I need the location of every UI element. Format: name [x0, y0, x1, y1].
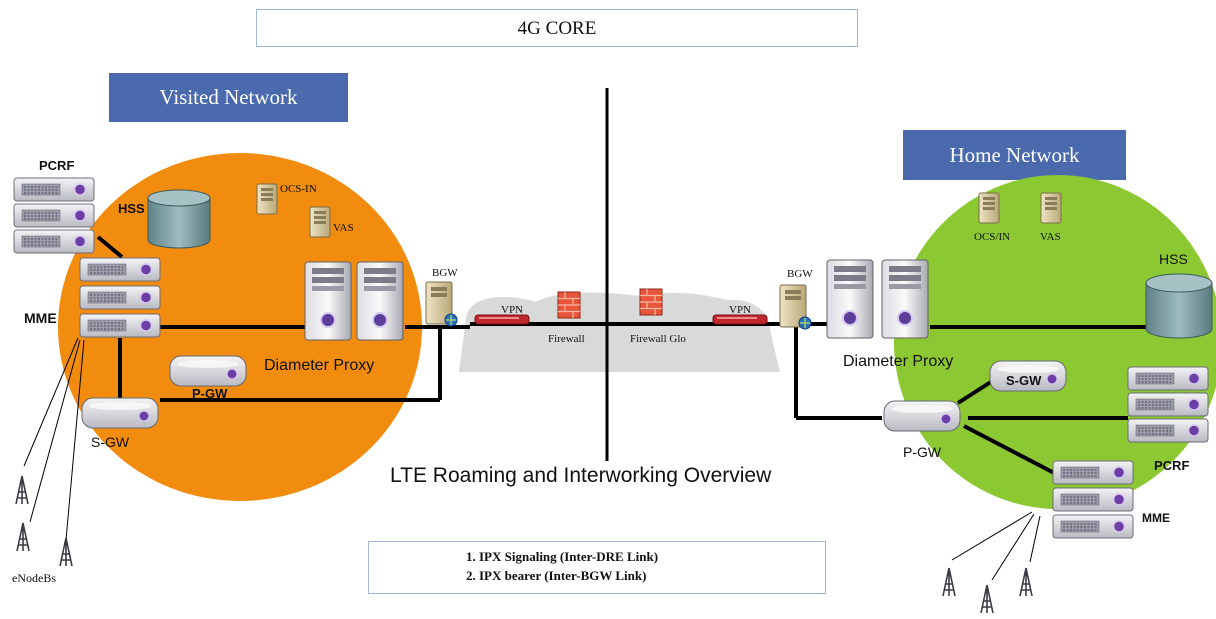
visited-enodeb-antenna [16, 522, 30, 552]
home-bgw-server [779, 284, 812, 330]
visited-pgw-label: P-GW [192, 386, 228, 401]
home-mme-server [1052, 460, 1134, 539]
home-pcrf-server [1127, 366, 1209, 443]
visited-ocs-label: OCS-IN [280, 183, 317, 195]
home-ocs-label: OCS/IN [974, 231, 1010, 243]
home-pgw-label: P-GW [903, 444, 942, 460]
visited-hss-database [147, 189, 211, 249]
home-bgw-label: BGW [787, 268, 813, 280]
home-enodeb-antenna [1019, 567, 1033, 597]
overview-caption: LTE Roaming and Interworking Overview [390, 464, 772, 487]
ipx-cloud [459, 292, 780, 372]
visited-firewall-device [557, 291, 581, 319]
visited-pgw-server [169, 355, 247, 387]
visited-enodeb-antenna [59, 537, 73, 567]
note-item: IPX bearer (Inter-BGW Link) [479, 566, 825, 585]
visited-diameter-proxy-label: Diameter Proxy [264, 357, 374, 374]
visited-bgw-server [425, 281, 458, 327]
visited-hss-label: HSS [118, 201, 145, 216]
visited-sgw-server [81, 397, 159, 429]
home-pcrf-label: PCRF [1154, 458, 1189, 473]
home-vas-server [1040, 192, 1062, 224]
home-pgw-server [883, 400, 961, 432]
home-enodeb-antenna [942, 567, 956, 597]
note-item: IPX Signaling (Inter-DRE Link) [479, 547, 825, 566]
home-diameter-proxy-label: Diameter Proxy [843, 353, 953, 370]
home-vpn-device [712, 314, 768, 325]
legend-notes: IPX Signaling (Inter-DRE Link) IPX beare… [368, 541, 826, 594]
home-network-label: Home Network [903, 130, 1126, 180]
home-diameter-proxy-server [826, 259, 929, 339]
home-hss-label: HSS [1159, 251, 1188, 267]
visited-ocs-server [256, 183, 278, 215]
home-ocs-server [978, 192, 1000, 224]
home-hss-database [1145, 273, 1213, 339]
home-vpn-label: VPN [729, 304, 751, 316]
visited-network-label: Visited Network [109, 73, 348, 122]
home-sgw-label: S-GW [1006, 373, 1042, 388]
visited-enodeb-antenna [15, 475, 29, 505]
home-firewall-device [639, 288, 663, 316]
visited-mme-server [79, 257, 161, 338]
visited-sgw-label: S-GW [91, 434, 130, 450]
visited-vpn-label: VPN [501, 304, 523, 316]
radio-links [23, 337, 1041, 581]
home-firewall-label: Firewall Glo [630, 333, 686, 345]
home-enodeb-antenna [980, 584, 994, 614]
enodebs-label: eNodeBs [12, 571, 56, 585]
home-vas-label: VAS [1040, 231, 1061, 243]
visited-mme-label: MME [24, 310, 57, 326]
visited-vas-server [309, 206, 331, 238]
visited-bgw-label: BGW [432, 267, 458, 279]
diagram-title: 4G CORE [256, 9, 858, 47]
visited-firewall-label: Firewall [548, 333, 585, 345]
home-mme-label: MME [1142, 511, 1170, 525]
visited-vpn-device [474, 314, 530, 325]
visited-vas-label: VAS [333, 222, 354, 234]
visited-pcrf-server [13, 177, 95, 254]
visited-pcrf-label: PCRF [39, 158, 74, 173]
